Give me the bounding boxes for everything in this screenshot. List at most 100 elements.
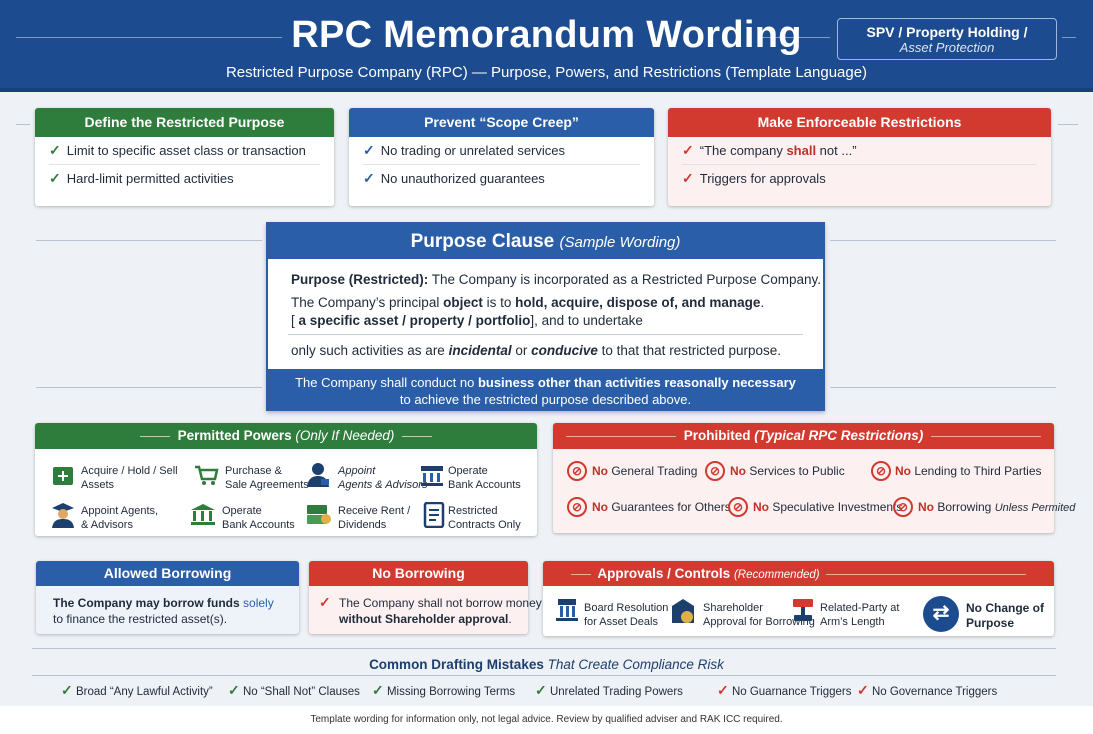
purpose-footer: The Company shall conduct no business ot… <box>268 369 823 411</box>
card-prevent-scope-creep: Prevent “Scope Creep” ✓No trading or unr… <box>349 108 654 206</box>
permitted-item: Appoint Agents,& Advisors <box>81 505 159 531</box>
prohibited-item: No Borrowing Unless Permited <box>918 500 1076 514</box>
advisor-icon <box>49 501 77 534</box>
building-plus-icon <box>51 463 75 492</box>
prohibited-icon: ⊘ <box>567 461 587 481</box>
contract-icon <box>423 501 445 533</box>
page-subtitle: Restricted Purpose Company (RPC) — Purpo… <box>225 64 868 81</box>
mistake-item: ✓ No Guarnance Triggers <box>717 682 852 698</box>
purpose-clause-box: Purpose Clause (Sample Wording) Purpose … <box>266 222 825 411</box>
prohibited-icon: ⊘ <box>893 497 913 517</box>
guide-line <box>36 240 262 241</box>
list-item: ✓No unauthorized guarantees <box>363 170 545 186</box>
card-title: Make Enforceable Restrictions <box>668 108 1051 137</box>
header-rule-right <box>760 37 830 38</box>
purpose-line-1: Purpose (Restricted): The Company is inc… <box>291 272 821 287</box>
approvals-card: Approvals / Controls (Recommended) Board… <box>543 561 1054 636</box>
prohibited-item: No Speculative Investments <box>753 500 903 514</box>
prohibited-item: No Guarantees for Others <box>592 500 731 514</box>
allowed-borrowing-title: Allowed Borrowing <box>36 561 299 586</box>
list-item: ✓“The company shall not ...” <box>682 142 857 158</box>
prohibited-icon: ⊘ <box>567 497 587 517</box>
permitted-item: Purchase &Sale Agreements <box>225 465 309 491</box>
divider <box>288 334 803 335</box>
header-rule-far-right <box>1062 37 1076 38</box>
check-icon: ✓ <box>363 142 375 158</box>
section-divider <box>32 648 1056 649</box>
board-icon <box>555 597 579 628</box>
purpose-clause-title: Purpose Clause (Sample Wording) <box>268 224 823 259</box>
prohibited-card: Prohibited (Typical RPC Restrictions) ⊘ … <box>553 423 1075 533</box>
permitted-powers-title: Permitted Powers (Only If Needed) <box>35 423 537 449</box>
mistake-item: ✓ Unrelated Trading Powers <box>535 682 683 698</box>
prohibited-item: No Services to Public <box>730 464 845 478</box>
prohibited-item: No Lending to Third Parties <box>895 464 1042 478</box>
prohibited-icon: ⊘ <box>728 497 748 517</box>
prohibited-title: Prohibited (Typical RPC Restrictions) <box>553 423 1054 449</box>
guide-line <box>1058 124 1078 125</box>
section-divider <box>32 675 1056 676</box>
badge-line-2: Asset Protection <box>899 40 995 55</box>
list-item: ✓Triggers for approvals <box>682 170 826 186</box>
footer-disclaimer: Template wording for information only, n… <box>310 714 783 725</box>
guide-line <box>830 240 1056 241</box>
mistake-item: ✓ Broad “Any Lawful Activity” <box>61 682 213 698</box>
check-icon: ✓ <box>319 594 331 610</box>
mistake-item: ✓ No “Shall Not” Clauses <box>228 682 360 698</box>
purpose-line-2: The Company’s principal object is to hol… <box>291 295 765 310</box>
bank-icon <box>420 463 444 492</box>
no-borrowing-card: No Borrowing ✓ The Company shall not bor… <box>309 561 542 634</box>
check-icon: ✓ <box>682 142 694 158</box>
no-borrowing-title: No Borrowing <box>309 561 528 586</box>
list-item: ✓Limit to specific asset class or transa… <box>49 142 306 158</box>
bank-icon <box>190 502 216 531</box>
permitted-powers-card: Permitted Powers (Only If Needed) Acquir… <box>35 423 537 536</box>
header-rule-left <box>16 37 282 38</box>
page-title: RPC Memorandum Wording <box>291 14 802 56</box>
purpose-footer-line-2: to achieve the restricted purpose descri… <box>399 392 692 407</box>
card-title: Define the Restricted Purpose <box>35 108 334 137</box>
prohibited-item: No General Trading <box>592 464 698 478</box>
card-title: Prevent “Scope Creep” <box>349 108 654 137</box>
guide-line <box>36 387 262 388</box>
mistake-item: ✓ Missing Borrowing Terms <box>372 682 516 698</box>
check-icon: ✓ <box>363 170 375 186</box>
guide-line <box>16 124 30 125</box>
person-icon <box>306 462 330 493</box>
allowed-borrowing-card: Allowed Borrowing The Company may borrow… <box>36 561 299 634</box>
card-enforceable-restrictions: Make Enforceable Restrictions ✓“The comp… <box>668 108 1051 206</box>
purpose-line-3: [ a specific asset / property / portfoli… <box>291 313 643 328</box>
cash-icon <box>306 502 332 531</box>
permitted-item: Receive Rent /Dividends <box>338 505 411 531</box>
shareholder-icon <box>669 597 697 630</box>
list-item: ✓No trading or unrelated services <box>363 142 565 158</box>
prohibited-icon: ⊘ <box>871 461 891 481</box>
swap-arrows-icon: ⇄ <box>923 596 959 632</box>
guide-line <box>830 387 1056 388</box>
mistake-item: ✓ No Governance Triggers <box>857 682 998 698</box>
card-define-purpose: Define the Restricted Purpose ✓Limit to … <box>35 108 334 206</box>
related-party-icon <box>791 597 815 628</box>
mistakes-title: Common Drafting Mistakes That Create Com… <box>369 657 724 672</box>
approvals-title: Approvals / Controls (Recommended) <box>543 561 1054 586</box>
check-icon: ✓ <box>49 170 61 186</box>
cart-icon <box>193 463 219 492</box>
check-icon: ✓ <box>49 142 61 158</box>
footer-bar <box>0 706 1093 734</box>
prohibited-icon: ⊘ <box>705 461 725 481</box>
category-badge: SPV / Property Holding / Asset Protectio… <box>837 18 1057 60</box>
purpose-line-4: only such activities as are incidental o… <box>291 343 781 358</box>
no-borrowing-text: The Company shall not borrow money witho… <box>339 596 542 626</box>
list-item: ✓Hard-limit permitted activities <box>49 170 234 186</box>
header-banner <box>0 0 1093 92</box>
badge-line-1: SPV / Property Holding / <box>866 24 1028 40</box>
